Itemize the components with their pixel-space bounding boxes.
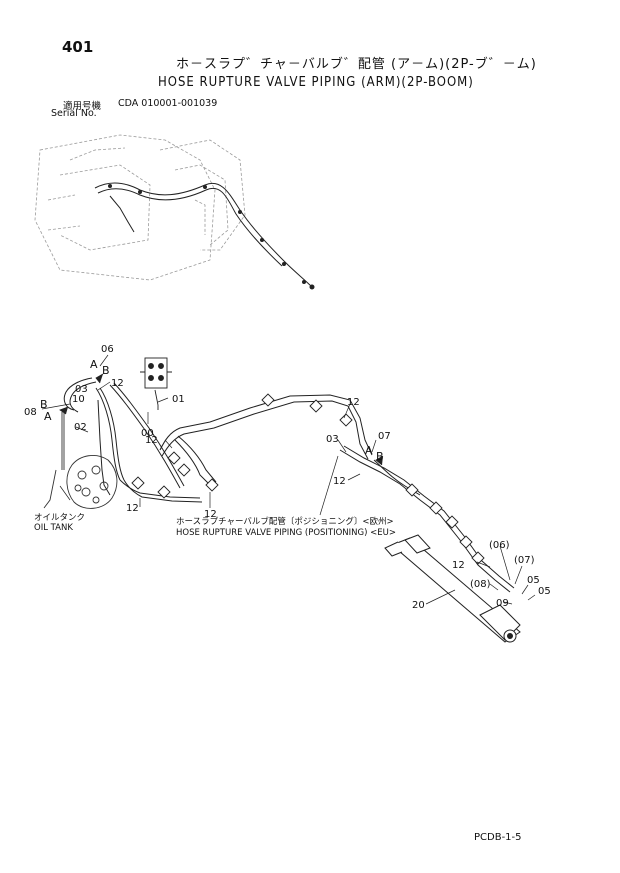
part-label-07: 07 xyxy=(378,431,391,442)
excavator-overview-illustration xyxy=(34,134,246,281)
serial-value: CDA 010001-001039 xyxy=(118,98,218,109)
part-label-02: 02 xyxy=(74,422,87,433)
part-label-10: 10 xyxy=(72,394,85,405)
part-number-labels: 06 03 10 08 02 12 01 00 12 12 12 12 03 0… xyxy=(24,344,551,611)
title-japanese: ホ－スラプ゛チャ－バルブ゛配管 (ア－ム)(2P-ブ゛－ム) xyxy=(176,57,537,72)
part-label-12-right: 12 xyxy=(333,476,346,487)
part-label-09: 09 xyxy=(496,598,509,609)
captions: ホースラプチャーバルブ配管〔ポジショニング〕<欧州> HOSE RUPTURE … xyxy=(34,513,396,538)
overview-clamps xyxy=(108,184,315,290)
overview-hose-route xyxy=(94,182,313,288)
serial-label-jp: 適用号機 xyxy=(63,101,102,112)
part-label-08-paren: (08) xyxy=(470,579,491,590)
part-label-03-right: 03 xyxy=(326,434,339,445)
part-label-06: 06 xyxy=(101,344,114,355)
connection-markers: A B B A A B xyxy=(40,358,384,463)
title-english: HOSE RUPTURE VALVE PIPING (ARM)(2P-BOOM) xyxy=(158,75,474,90)
part-label-05-a: 05 xyxy=(527,575,540,586)
sub-caption-en: HOSE RUPTURE VALVE PIPING (POSITIONING) … xyxy=(176,528,396,538)
part-label-03: 03 xyxy=(75,384,88,395)
rupture-valve-block xyxy=(140,357,172,410)
part-label-12-cylinder: 12 xyxy=(452,560,465,571)
serial-label-en: Serial No. xyxy=(51,108,97,119)
part-label-07-paren: (07) xyxy=(514,555,535,566)
part-label-08: 08 xyxy=(24,407,37,418)
page-number: 401 xyxy=(62,38,94,56)
part-label-12-upper-right: 12 xyxy=(347,397,360,408)
part-label-06-paren: (06) xyxy=(489,540,510,551)
part-label-01: 01 xyxy=(172,394,185,405)
marker-b-right: B xyxy=(376,450,384,463)
part-label-00: 00 xyxy=(141,428,154,439)
part-label-12-lower: 12 xyxy=(204,509,217,520)
hose-clamps xyxy=(131,393,485,565)
marker-b-top: B xyxy=(102,364,110,377)
part-label-12-lower-left: 12 xyxy=(126,503,139,514)
part-label-12-top: 12 xyxy=(111,378,124,389)
marker-arrows xyxy=(59,373,384,466)
marker-a-top: A xyxy=(90,358,98,371)
leader-lines xyxy=(41,354,536,605)
footer-code: PCDB-1-5 xyxy=(474,832,522,843)
arm-cylinder xyxy=(384,534,521,643)
marker-a-left: A xyxy=(44,410,52,423)
marker-b-left: B xyxy=(40,398,48,411)
marker-a-right: A xyxy=(365,444,373,457)
oil-tank-label-en: OIL TANK xyxy=(34,523,73,533)
oil-tank-label-jp: オイルタンク xyxy=(34,513,85,523)
part-label-12-mid: 12 xyxy=(145,435,158,446)
sub-caption-jp: ホースラプチャーバルブ配管〔ポジショニング〕<欧州> xyxy=(176,516,394,527)
part-label-20: 20 xyxy=(412,600,425,611)
part-label-05-b: 05 xyxy=(538,586,551,597)
oil-tank-cluster xyxy=(43,412,118,509)
main-hose-lines xyxy=(63,377,515,593)
